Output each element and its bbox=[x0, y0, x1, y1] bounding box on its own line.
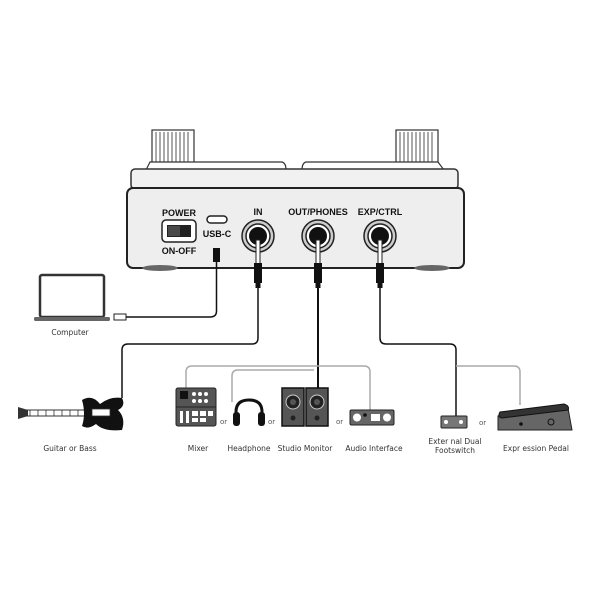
power-label: POWER bbox=[161, 208, 197, 218]
computer-label: Computer bbox=[51, 328, 89, 337]
jack-exp-ctrl[interactable] bbox=[363, 219, 397, 253]
audio-interface-label: Audio Interface bbox=[345, 444, 403, 453]
headphone-label: Headphone bbox=[227, 444, 271, 453]
cable-in-guitar bbox=[121, 288, 259, 398]
usb-c-plug bbox=[213, 248, 220, 262]
plug-in bbox=[254, 239, 262, 288]
or-label: or bbox=[479, 419, 487, 427]
plug-exp bbox=[376, 239, 384, 288]
footswitch-icon bbox=[440, 415, 468, 429]
out-phones-label: OUT/PHONES bbox=[288, 207, 348, 217]
headphone-line bbox=[231, 369, 314, 402]
headphone-icon bbox=[233, 398, 265, 426]
jack-in[interactable] bbox=[241, 219, 275, 253]
pedal-top bbox=[130, 168, 459, 190]
usb-c-label: USB-C bbox=[202, 229, 232, 239]
footswitch-plate-right bbox=[301, 161, 446, 171]
or-label: or bbox=[220, 418, 228, 426]
footswitch-label-line1: Exter nal Dual bbox=[428, 437, 482, 446]
power-sub-label: ON-OFF bbox=[161, 246, 197, 256]
expression-pedal-label: Expr ession Pedal bbox=[503, 444, 569, 453]
audio-interface-icon bbox=[349, 409, 395, 426]
guitar-label: Guitar or Bass bbox=[43, 444, 97, 453]
or-label: or bbox=[336, 418, 344, 426]
mixer-icon bbox=[175, 387, 217, 427]
mixer-label: Mixer bbox=[187, 444, 209, 453]
studio-monitor-icon bbox=[281, 387, 329, 427]
expression-pedal-icon bbox=[497, 403, 573, 431]
usb-plug-computer bbox=[113, 313, 127, 321]
exp-ctrl-label: EXP/CTRL bbox=[357, 207, 403, 217]
jack-out-phones[interactable] bbox=[301, 219, 335, 253]
plug-out bbox=[314, 239, 322, 288]
foot-right bbox=[414, 265, 450, 271]
or-label: or bbox=[268, 418, 276, 426]
studio-monitor-label: Studio Monitor bbox=[277, 444, 333, 453]
cable-usb-computer bbox=[125, 262, 218, 318]
guitar-icon bbox=[18, 397, 124, 431]
power-switch[interactable] bbox=[161, 219, 197, 243]
usb-c-port[interactable] bbox=[206, 215, 228, 224]
foot-left bbox=[142, 265, 178, 271]
footswitch-label-line2: Footswitch bbox=[434, 446, 476, 455]
cable-exp-footswitch bbox=[379, 288, 457, 416]
expression-line bbox=[456, 365, 521, 405]
in-label: IN bbox=[253, 207, 263, 217]
output-distribution-line bbox=[185, 365, 371, 410]
computer-icon bbox=[34, 273, 110, 321]
